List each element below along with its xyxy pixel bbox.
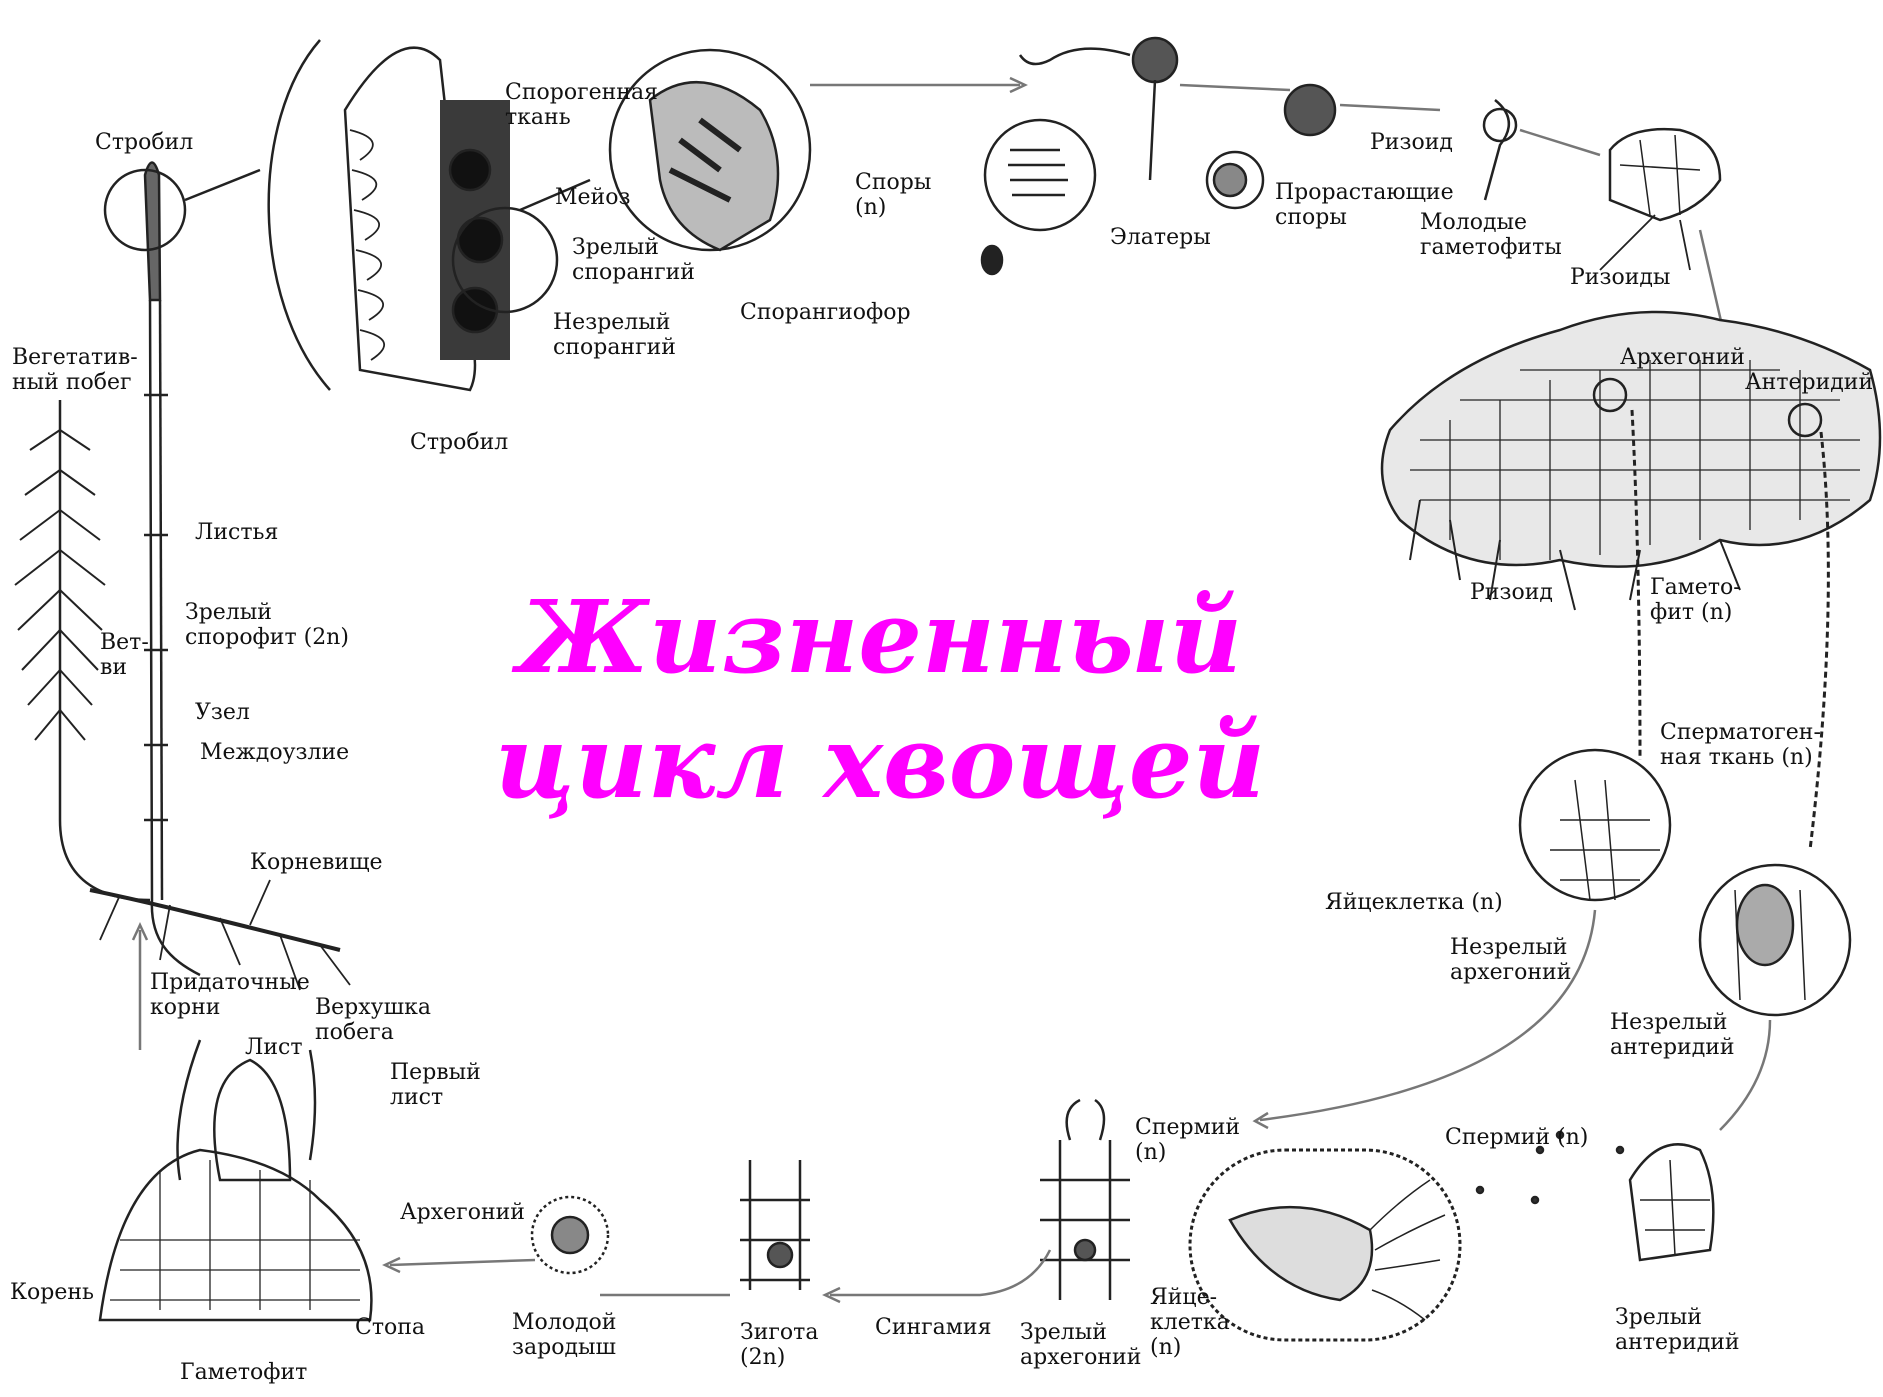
label-rhizoids: Ризоиды [1570,265,1670,290]
label-leaf: Лист [245,1035,303,1060]
label-node: Узел [195,700,250,725]
label-immature-archegonium: Незрелый архегоний [1450,935,1571,985]
immature-archegonium-circle [1520,750,1670,900]
label-mature-sporophyte: Зрелый спорофит (2n) [185,600,349,650]
label-mature-sporangium: Зрелый спорангий [572,235,695,285]
label-root: Корень [10,1280,94,1305]
label-stopa: Стопа [355,1315,425,1340]
label-rhizoid-top: Ризоид [1370,130,1453,155]
label-vegetative-shoot: Вегетатив- ный побег [12,345,138,395]
label-gametophyte-n: Гамето- фит (n) [1650,575,1741,625]
elater-spore-circle [985,120,1095,230]
zygote-tissue [740,1160,810,1290]
label-internode: Междоузлие [200,740,349,765]
label-first-leaf: Первый лист [390,1060,481,1110]
mature-archegonium [1040,1100,1130,1300]
label-egg-cell-bottom: Яйце- клетка (n) [1150,1285,1230,1360]
label-immature-sporangium: Незрелый спорангий [553,310,676,360]
label-immature-antheridium: Незрелый антеридий [1610,1010,1735,1060]
label-rhizome: Корневище [250,850,383,875]
label-archegonium-bottom: Архегоний [400,1200,525,1225]
label-sporogenous-tissue: Спорогенная ткань [505,80,658,130]
title-line-1: Жизненный [470,575,1290,700]
label-sperm-left: Спермий (n) [1135,1115,1240,1165]
label-antheridium-top: Антеридий [1745,370,1873,395]
label-meiosis: Мейоз [555,185,630,210]
label-adventitious-roots: Придаточные корни [150,970,310,1020]
strobilus-section-arc [269,40,330,390]
label-strobil-top: Стробил [95,130,193,155]
label-young-embryo: Молодой зародыш [512,1310,616,1360]
rhizome [90,890,340,950]
label-young-gametophytes: Молодые гаметофиты [1420,210,1562,260]
label-shoot-apex: Верхушка побега [315,995,431,1045]
label-archegonium-top: Архегоний [1620,345,1745,370]
label-zygote: Зигота (2n) [740,1320,818,1370]
label-egg-cell: Яйцеклетка (n) [1325,890,1503,915]
title-line-2: цикл хвощей [470,700,1290,825]
label-strobil-bottom: Стробил [410,430,508,455]
label-spores: Споры (n) [855,170,931,220]
label-leaves: Листья [195,520,278,545]
label-sporangiophore: Спорангиофор [740,300,911,325]
label-branches: Вет- ви [100,630,149,680]
label-rhizoid-mid: Ризоид [1470,580,1553,605]
young-sporophyte [100,1150,371,1320]
label-mature-antheridium: Зрелый антеридий [1615,1305,1740,1355]
label-elaters: Элатеры [1110,225,1211,250]
label-sperm-right: Спермий (n) [1445,1125,1588,1150]
label-syngamy: Сингамия [875,1315,991,1340]
label-gametophyte-bottom: Гаметофит [180,1360,307,1385]
label-spermatogenous-tissue: Сперматоген- ная ткань (n) [1660,720,1821,770]
strobilus [145,163,160,301]
label-mature-archegonium: Зрелый архегоний [1020,1320,1141,1370]
diagram-title: Жизненный цикл хвощей [470,575,1290,825]
